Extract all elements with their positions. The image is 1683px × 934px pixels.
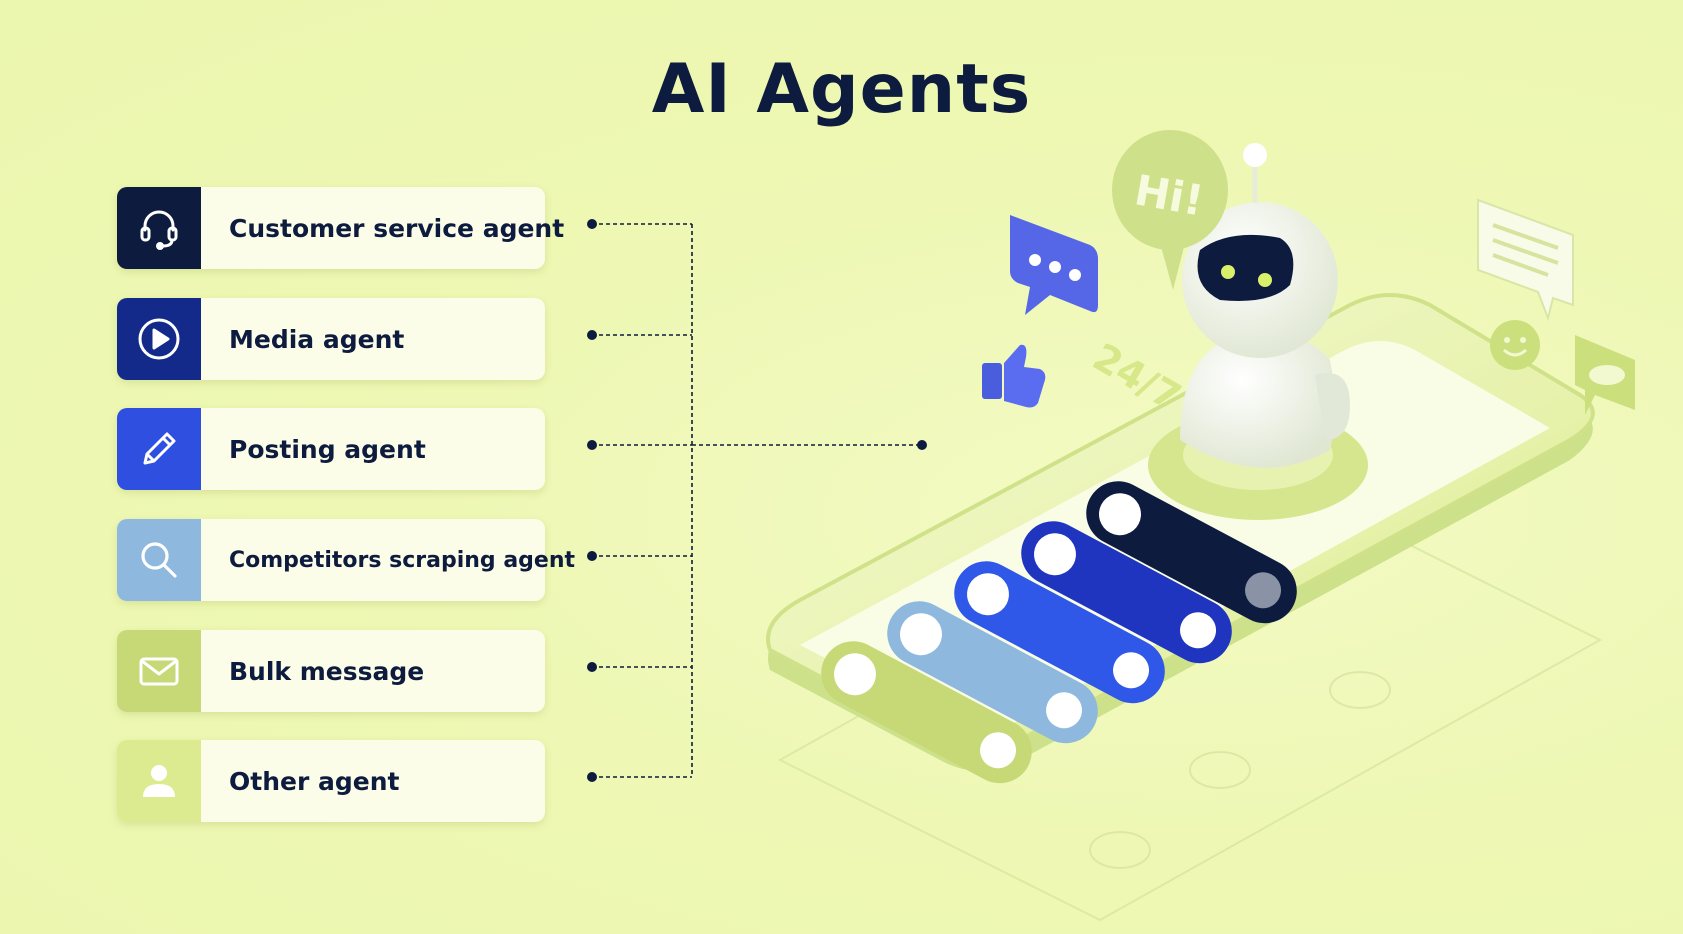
pencil-icon xyxy=(117,408,201,490)
agent-item-other[interactable]: Other agent xyxy=(117,740,545,822)
page-title: AI Agents xyxy=(651,50,1032,129)
agent-item-customer-service[interactable]: Customer service agent xyxy=(117,187,564,269)
smile-icon xyxy=(1490,320,1540,370)
chat-bubble-icon xyxy=(1575,335,1635,415)
thumbs-up-icon xyxy=(982,344,1046,408)
search-icon xyxy=(117,519,201,601)
speech-bubble-text: Hi! xyxy=(1131,165,1207,225)
agent-item-competitors-scraping[interactable]: Competitors scraping agent xyxy=(117,519,575,601)
availability-text: 24/7 xyxy=(1086,335,1189,420)
agent-label: Competitors scraping agent xyxy=(229,547,576,573)
play-icon xyxy=(117,298,201,380)
agent-label: Posting agent xyxy=(229,434,426,464)
agent-label: Customer service agent xyxy=(229,213,565,243)
phone-agent-cards xyxy=(821,481,1297,784)
chat-dots-icon xyxy=(1010,215,1098,315)
mail-icon xyxy=(117,630,201,712)
speech-bubble: Hi! xyxy=(1112,130,1228,290)
robot-phone-illustration: Hi! 24/7 xyxy=(766,130,1635,922)
agent-item-posting[interactable]: Posting agent xyxy=(117,408,545,490)
agent-label: Other agent xyxy=(229,766,400,796)
user-icon xyxy=(117,740,201,822)
message-lines-icon xyxy=(1477,198,1574,322)
agent-item-media[interactable]: Media agent xyxy=(117,298,545,380)
agent-item-bulk-message[interactable]: Bulk message xyxy=(117,630,545,712)
headset-icon xyxy=(117,187,201,269)
agent-label: Bulk message xyxy=(229,656,425,686)
agent-label: Media agent xyxy=(229,324,405,354)
robot-mascot xyxy=(1148,143,1368,520)
